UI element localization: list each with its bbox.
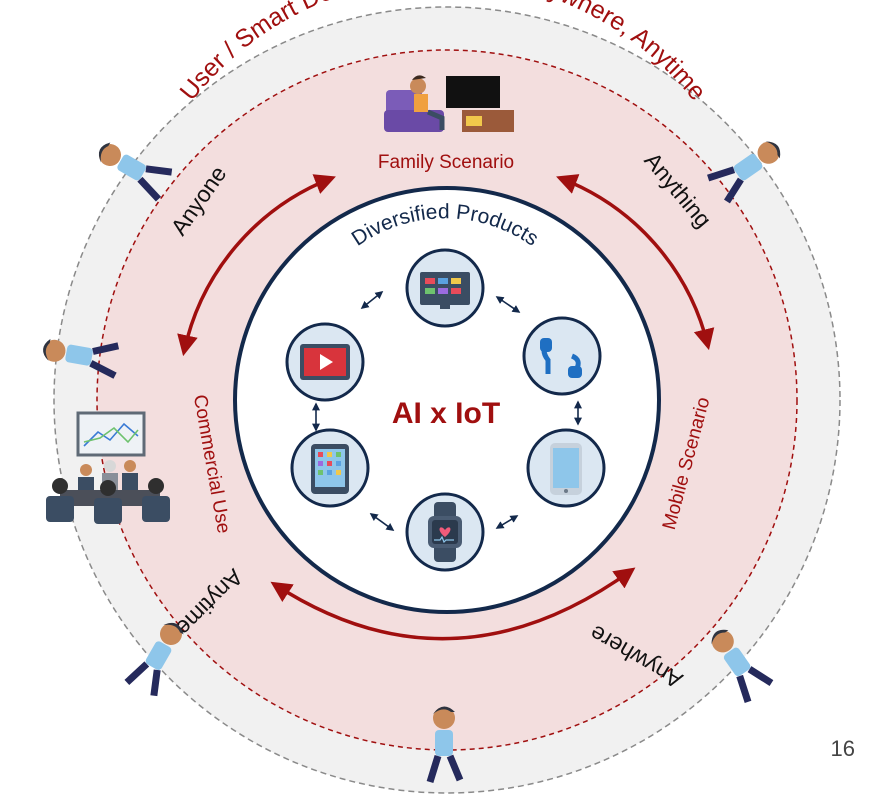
arrow-family-commercial [177,174,336,357]
person-figure [711,629,774,703]
smartphone-icon [526,428,606,508]
link-watch-tablet [369,513,395,531]
meeting-illustration [46,411,170,524]
products-circle [233,186,661,614]
smartwatch-icon [405,492,485,572]
person-figure [707,141,781,204]
video-player-icon [285,322,365,402]
link-tv-earbuds [495,296,521,313]
family-scenario-label: Family Scenario [378,152,514,173]
smart-tv-icon [405,248,485,328]
link-tv-video [360,291,384,309]
page-number: 16 [830,736,855,761]
core-label: AI x IoT [392,397,500,430]
person-figure [43,338,120,379]
family-scene-illustration [384,75,514,132]
tablet-icon [290,428,370,508]
arrow-family-mobile [556,174,715,351]
person-figure [426,706,464,784]
arrow-commercial-mobile [270,567,636,641]
person-figure [124,622,184,697]
person-figure [98,142,173,202]
earbuds-icon [522,316,602,396]
link-phone-watch [495,515,519,529]
